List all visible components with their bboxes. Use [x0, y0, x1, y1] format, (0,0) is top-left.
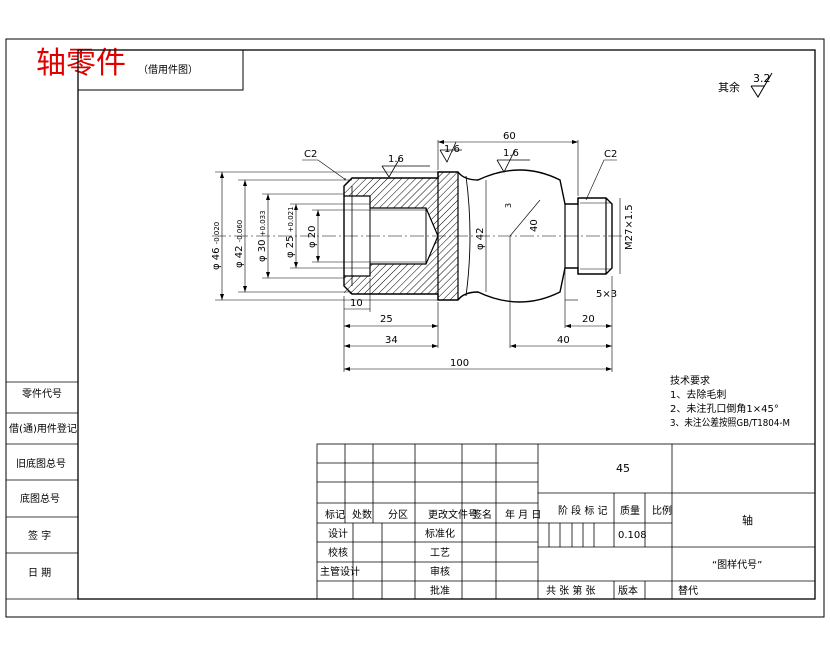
side-label-sign: 签 字 [28, 529, 51, 542]
dim-m27: M27×1.5 [624, 204, 635, 250]
title-block-texts: 45 标记 处数 分区 更改文件号 签名 年 月 日 阶 段 标 记 质量 比例… [320, 462, 762, 597]
roughness-3: 1.6 [503, 148, 519, 159]
tb-standard: 标准化 [425, 527, 455, 540]
tb-name: 轴 [742, 513, 753, 527]
dim-l34: 34 [385, 335, 398, 346]
roughness-symbols [381, 141, 530, 178]
tb-sheets: 共 张 第 张 [546, 584, 596, 597]
tb-version: 版本 [618, 584, 638, 597]
dim-d20: φ 20 [307, 226, 318, 249]
hatched-section-lower [344, 236, 458, 300]
dim-l100: 100 [450, 358, 469, 369]
page-title: 轴零件 [36, 46, 126, 81]
tb-sign: 签名 [472, 508, 492, 521]
tb-date: 年 月 日 [505, 508, 541, 521]
roughness-symbol [750, 72, 773, 98]
side-label-part-no: 零件代号 [22, 388, 62, 400]
tech-heading: 技术要求 [670, 374, 710, 387]
borrow-block: （借用件图） [77, 49, 244, 91]
dim-groove: 5×3 [596, 289, 617, 300]
side-label-date: 日 期 [28, 567, 51, 579]
tb-drawing-no: “图样代号” [712, 558, 762, 571]
tb-stage: 阶 段 标 记 [558, 504, 608, 517]
hatched-section-upper [344, 172, 458, 236]
side-label-total: 底图总号 [20, 492, 60, 505]
side-label-borrow: 借(通)用件登记 [9, 422, 77, 435]
tech-requirements: 技术要求 1、去除毛刺 2、未注孔口倒角1×45° 3、未注公差按照GB/T18… [670, 374, 790, 429]
title-block [316, 443, 816, 600]
tb-replace: 替代 [678, 584, 698, 597]
tb-zone: 分区 [388, 509, 408, 521]
chamfer-left: C2 [304, 149, 317, 160]
tech-item-1: 1、去除毛刺 [670, 388, 726, 401]
tb-mark: 标记 [325, 509, 345, 521]
tb-process: 工艺 [430, 547, 450, 559]
dim-d30: φ 30 +0.033 [257, 210, 268, 262]
dim-l25: 25 [380, 314, 393, 325]
dim-length-lines [343, 140, 613, 372]
dim-d25: φ 25 +0.021 [285, 206, 296, 258]
tb-material: 45 [616, 462, 630, 475]
dim-diameter-lines [221, 172, 621, 300]
dim-l60: 60 [503, 131, 516, 142]
dim-l20: 20 [582, 314, 595, 325]
tb-design: 设计 [328, 527, 348, 540]
side-table [6, 381, 78, 600]
rest-roughness: 其余 3.2 [718, 72, 773, 98]
side-label-old-total: 旧底图总号 [16, 457, 66, 470]
chamfer-leaders [302, 159, 617, 201]
tb-scale-label: 比例 [652, 504, 672, 517]
tb-count: 处数 [352, 508, 372, 521]
chamfer-right: C2 [604, 149, 617, 160]
roughness-1: 1.6 [388, 154, 404, 165]
borrow-label: （借用件图） [138, 64, 198, 76]
dim-d42a: φ 42 -0.060 [234, 220, 245, 268]
dim-l40: 40 [557, 335, 570, 346]
dim-arrows [220, 140, 612, 371]
tb-change-doc: 更改文件号 [428, 508, 478, 521]
dim-l10: 10 [350, 298, 363, 309]
side-labels: 零件代号 借(通)用件登记 旧底图总号 底图总号 签 字 日 期 [9, 388, 77, 579]
roughness-2: 1.6 [444, 144, 460, 155]
tech-item-2: 2、未注孔口倒角1×45° [670, 402, 779, 415]
dimension-texts: φ 46 -0.020 φ 42 -0.060 φ 30 +0.033 φ 25… [211, 131, 635, 369]
tb-review: 审核 [430, 565, 450, 578]
tb-approve: 批准 [430, 584, 450, 597]
tb-weight: 0.108 [618, 530, 647, 541]
tb-check: 校核 [328, 546, 348, 559]
shaft-drawing [212, 140, 625, 372]
tb-chief: 主管设计 [320, 565, 360, 578]
dim-sr40: 40 [529, 219, 540, 232]
tb-weight-label: 质量 [620, 505, 640, 517]
rest-roughness-label: 其余 [718, 80, 740, 94]
tech-item-3: 3、未注公差按照GB/T1804-M [670, 416, 790, 429]
dim-s3: 3 [504, 203, 513, 208]
dim-d46: φ 46 -0.020 [211, 222, 222, 270]
dim-extension-lines-left [215, 171, 438, 301]
rest-roughness-value: 3.2 [753, 72, 771, 85]
dim-d42b: φ 42 [475, 228, 486, 251]
